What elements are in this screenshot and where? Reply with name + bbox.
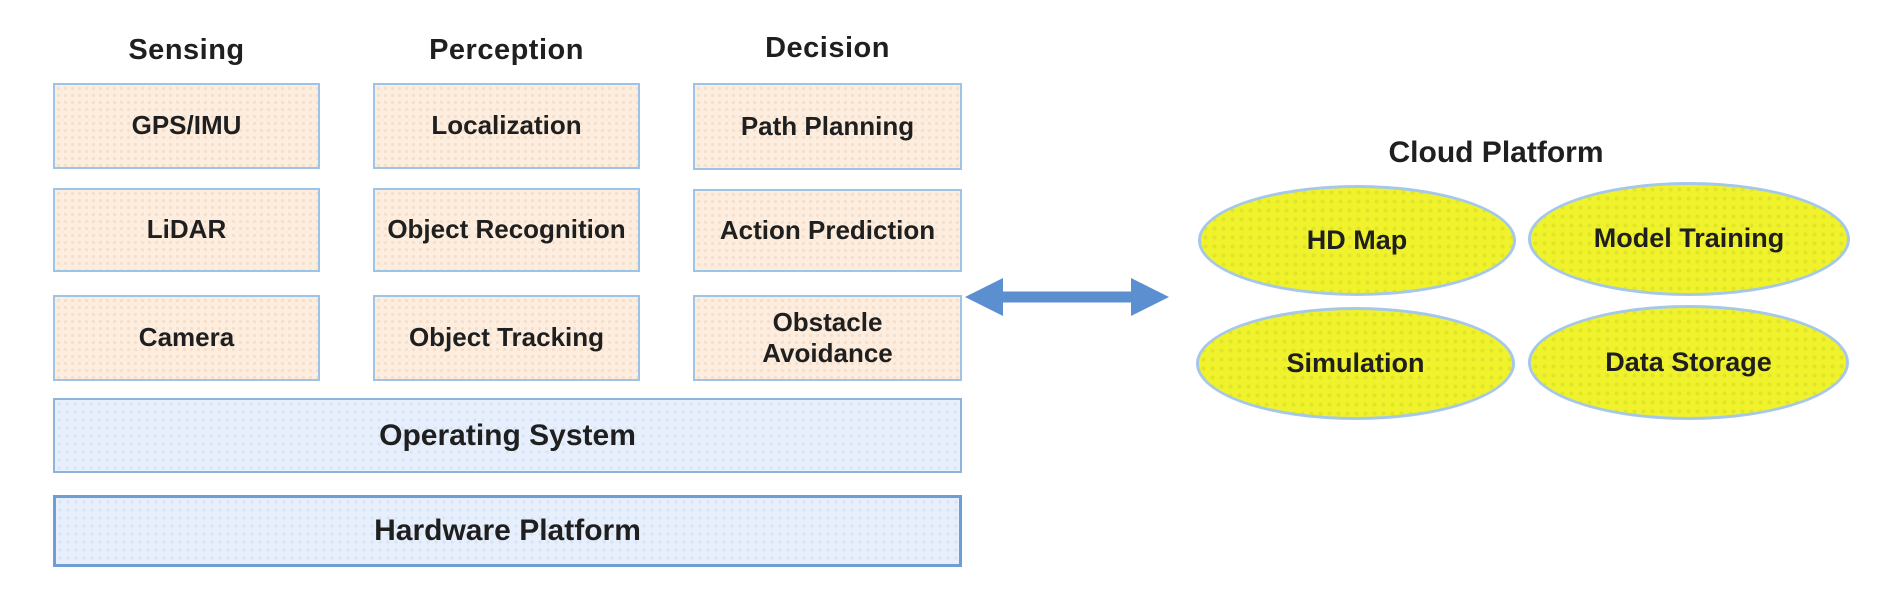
box-camera: Camera [53, 295, 320, 381]
ellipse-simulation: Simulation [1196, 307, 1515, 420]
column-header-decision: Decision [765, 31, 890, 64]
ellipse-hd-map: HD Map [1198, 185, 1516, 296]
box-object-recognition: Object Recognition [373, 188, 640, 272]
cloud-connection-arrow-icon [963, 272, 1171, 322]
box-lidar: LiDAR [53, 188, 320, 272]
ellipse-data-storage: Data Storage [1528, 305, 1849, 420]
layer-operating-system: Operating System [53, 398, 962, 473]
cloud-platform-title: Cloud Platform [1388, 136, 1604, 169]
box-obstacle-avoidance: Obstacle Avoidance [693, 295, 962, 381]
box-path-planning: Path Planning [693, 83, 962, 170]
column-header-perception: Perception [429, 33, 584, 66]
layer-hardware-platform: Hardware Platform [53, 495, 962, 567]
box-localization: Localization [373, 83, 640, 169]
box-gps-imu: GPS/IMU [53, 83, 320, 169]
box-object-tracking: Object Tracking [373, 295, 640, 381]
box-action-prediction: Action Prediction [693, 189, 962, 272]
ellipse-model-training: Model Training [1528, 182, 1850, 296]
column-header-sensing: Sensing [128, 33, 245, 66]
